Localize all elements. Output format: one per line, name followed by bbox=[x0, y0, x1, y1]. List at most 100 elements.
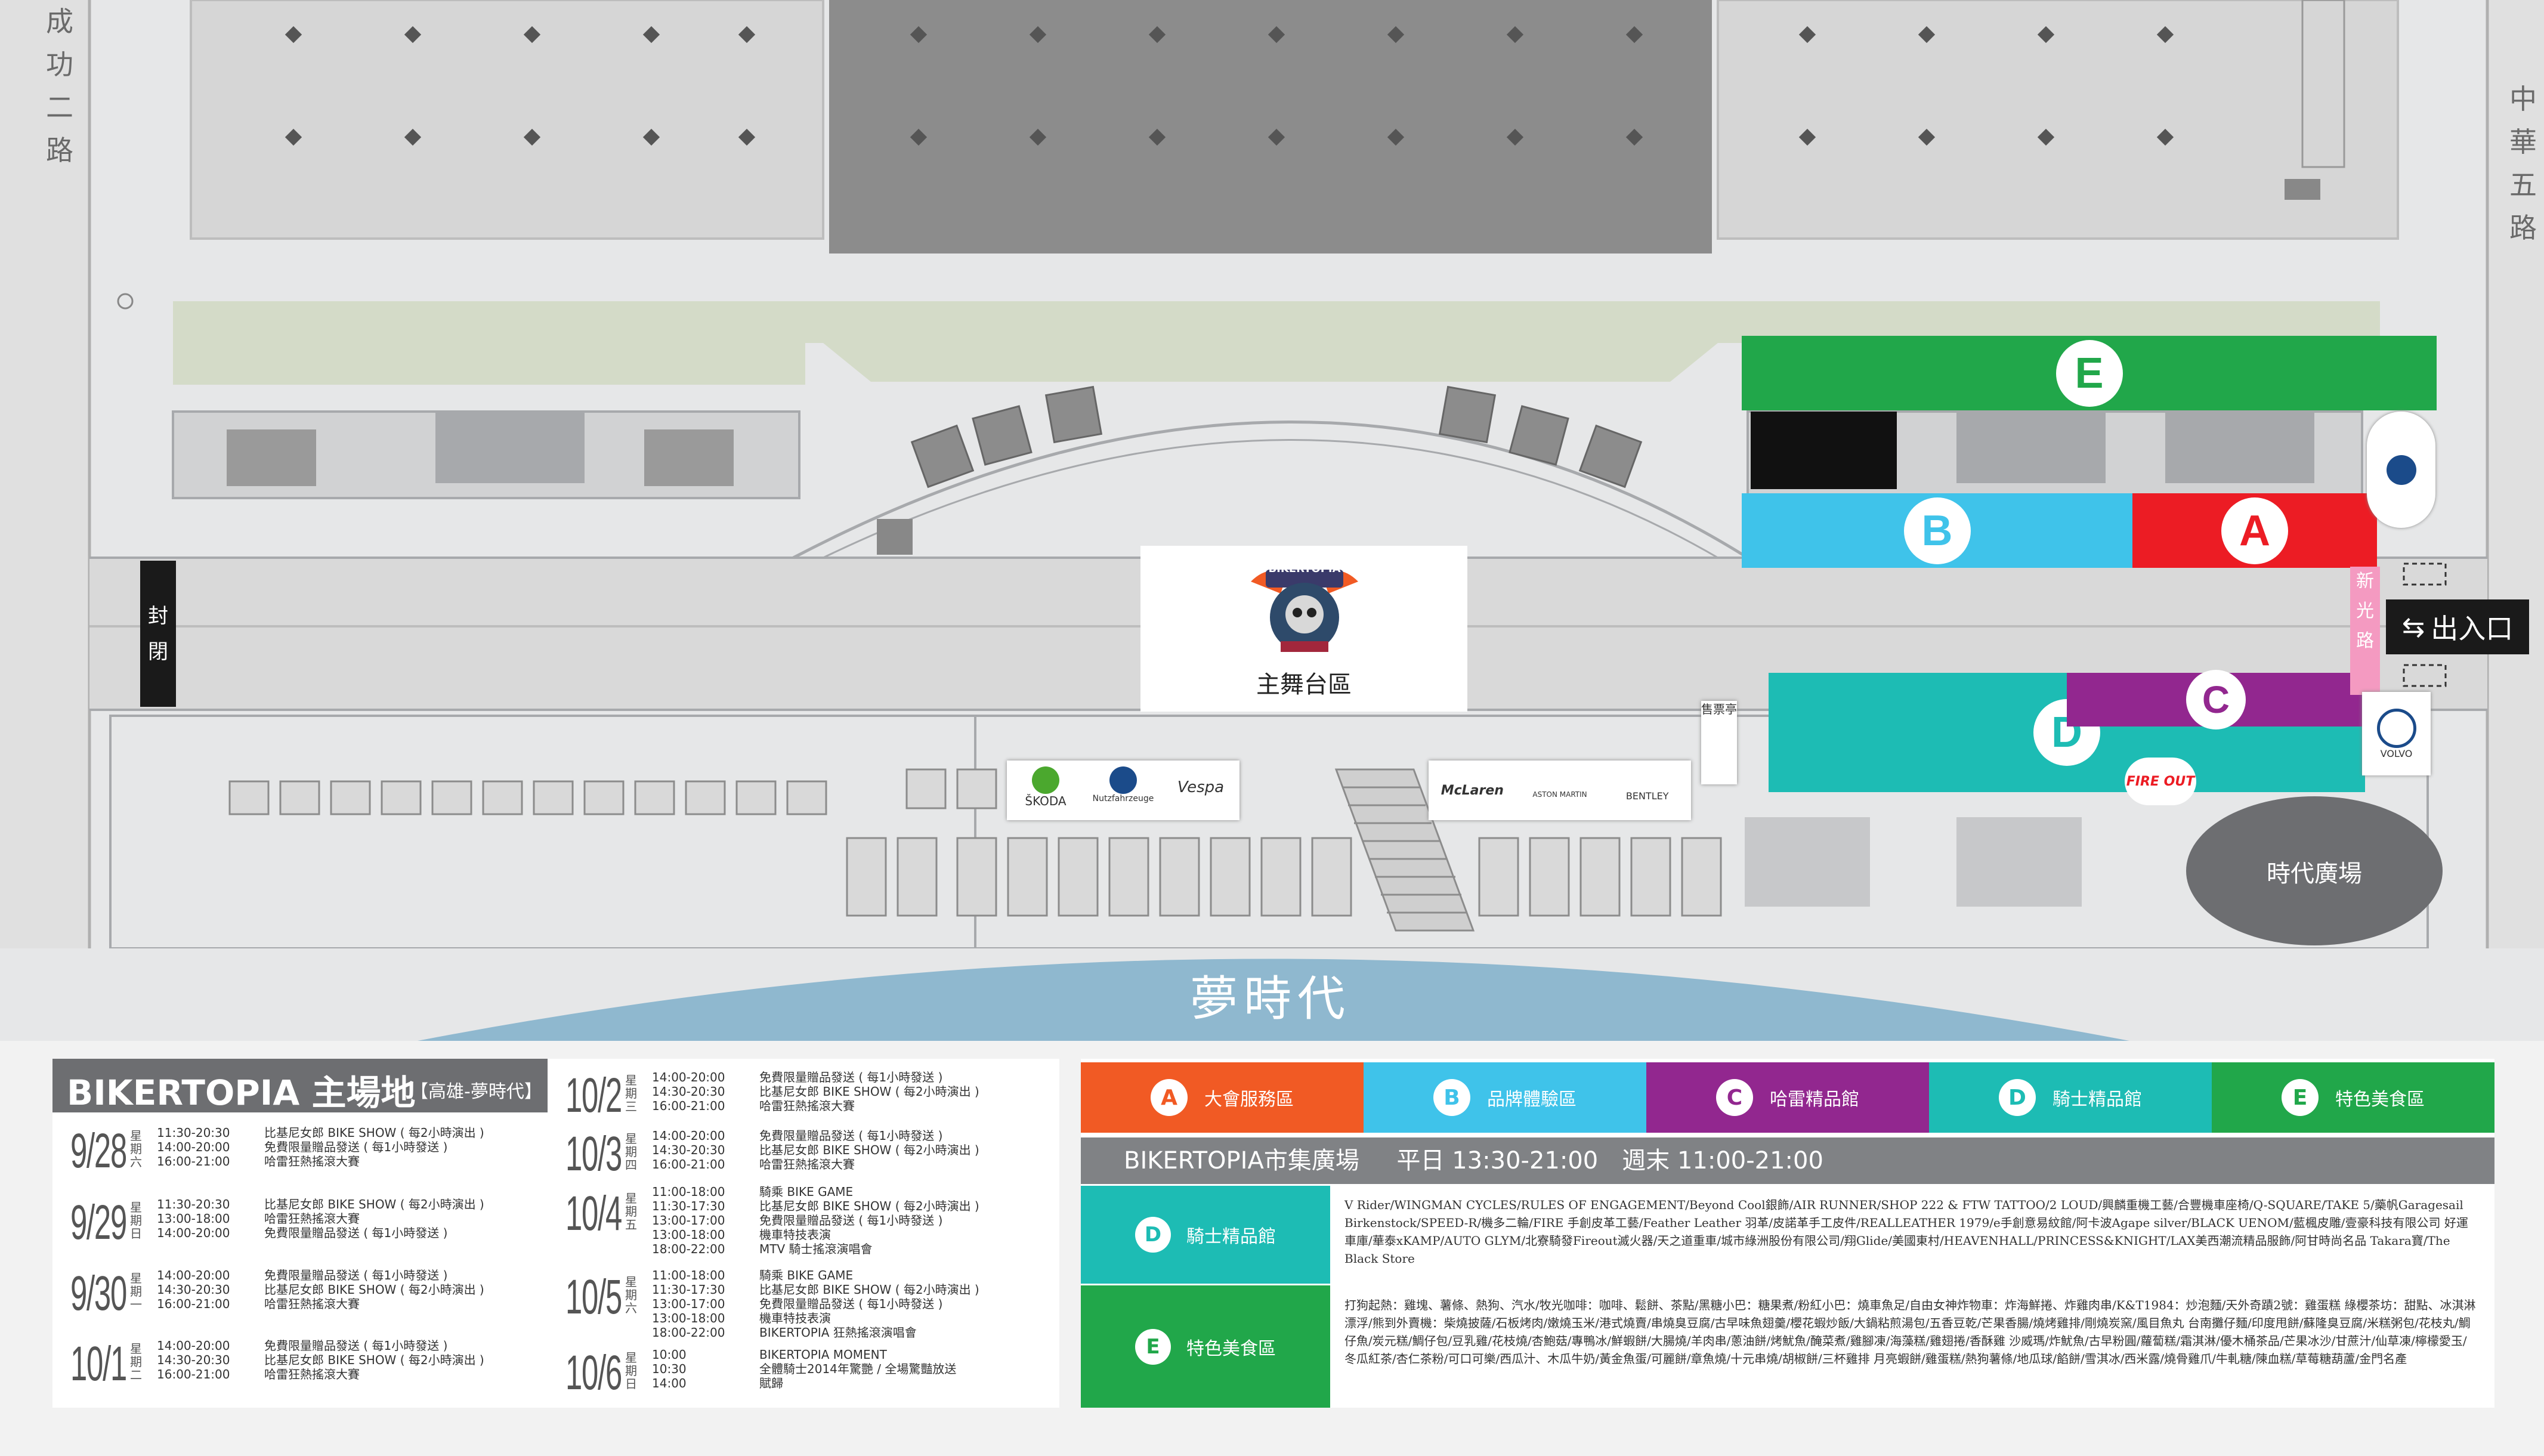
schedule-weekday: 星期四 bbox=[625, 1132, 637, 1172]
main-stage[interactable]: BIKERTOPIA 主舞台區 bbox=[1140, 546, 1467, 712]
market-row-d-text: V Rider/WINGMAN CYCLES/RULES OF ENGAGEME… bbox=[1344, 1198, 2468, 1266]
schedule-weekday: 星期六 bbox=[130, 1129, 142, 1169]
aston-martin-logo: ASTON MARTIN bbox=[1532, 790, 1587, 799]
schedule-event: 16:00-21:00 哈雷狂熱搖滾大賽 bbox=[652, 1157, 855, 1171]
event-time: 11:30-20:30 bbox=[157, 1126, 230, 1140]
parking-building bbox=[829, 0, 1712, 254]
event-name: 哈雷狂熱搖滾大賽 bbox=[264, 1211, 360, 1226]
legend-d[interactable]: D 騎士精品館 bbox=[1929, 1062, 2212, 1133]
event-time: 14:00 bbox=[652, 1376, 687, 1390]
schedule-date: 10/5 bbox=[565, 1270, 622, 1324]
event-name: BIKERTOPIA MOMENT bbox=[759, 1347, 887, 1362]
event-name: BIKERTOPIA 狂熱搖滾演唱會 bbox=[759, 1325, 917, 1340]
schedule-weekday: 星期五 bbox=[625, 1191, 637, 1232]
event-time: 11:00-18:00 bbox=[652, 1185, 725, 1199]
road-label-right: 中華五路 bbox=[2509, 83, 2537, 244]
market-e-badge: E bbox=[1135, 1328, 1171, 1365]
schedule-date: 9/30 bbox=[70, 1266, 127, 1321]
zone-e-badge: E bbox=[2055, 339, 2123, 407]
schedule-date: 10/1 bbox=[70, 1337, 127, 1391]
market-hours: 平日 13:30-21:00 週末 11:00-21:00 bbox=[1396, 1147, 1823, 1174]
event-name: 全體騎士2014年驚艷 / 全場驚豔放送 bbox=[759, 1362, 957, 1376]
legend-d-badge: D bbox=[1999, 1079, 2036, 1116]
event-time: 14:30-20:30 bbox=[652, 1084, 725, 1099]
event-name: 免費限量贈品發送 ( 每1小時發送 ) bbox=[264, 1140, 448, 1154]
zone-b[interactable]: B bbox=[1742, 493, 2132, 568]
event-name: 哈雷狂熱搖滾大賽 bbox=[759, 1157, 855, 1171]
event-time: 14:00-20:00 bbox=[157, 1268, 230, 1282]
legend-d-label: 騎士精品館 bbox=[2052, 1089, 2142, 1110]
schedule-date: 10/6 bbox=[565, 1346, 622, 1400]
zone-c[interactable]: C bbox=[2067, 670, 2365, 729]
vw-logo: Nutzfahrzeuge bbox=[1084, 761, 1162, 820]
legend-c-label: 哈雷精品館 bbox=[1770, 1089, 1859, 1110]
schedule-weekday: 星期三 bbox=[625, 1073, 637, 1114]
event-time: 14:00-20:00 bbox=[157, 1226, 230, 1240]
zone-a-badge: A bbox=[2221, 497, 2288, 564]
event-name: 比基尼女郎 BIKE SHOW ( 每2小時演出 ) bbox=[264, 1282, 484, 1297]
event-name: MTV 騎士搖滾演唱會 bbox=[759, 1242, 873, 1256]
event-name: 賦歸 bbox=[759, 1376, 783, 1390]
legend-a-label: 大會服務區 bbox=[1204, 1089, 1294, 1110]
event-name: 哈雷狂熱搖滾大賽 bbox=[264, 1367, 360, 1381]
road-label-left: 成功二路 bbox=[46, 5, 73, 166]
event-map: 成功二路 中華五路 封閉 E B A D C 新光路 ⇆ 出入口 BIKERTO… bbox=[0, 0, 2544, 1041]
event-name: 比基尼女郎 BIKE SHOW ( 每2小時演出 ) bbox=[759, 1143, 979, 1157]
entrance-sign[interactable]: ⇆ 出入口 bbox=[2386, 599, 2529, 654]
event-name: 免費限量贈品發送 ( 每1小時發送 ) bbox=[759, 1129, 943, 1143]
market-row-e-text: 打狗起熱：雞塊、薯條、熱狗、汽水/牧光咖啡：咖啡、鬆餅、茶點/黑糖小巴：糖果煮/… bbox=[1344, 1298, 2476, 1366]
event-name: 免費限量贈品發送 ( 每1小時發送 ) bbox=[759, 1213, 943, 1228]
schedule-weekday: 星期日 bbox=[625, 1350, 637, 1391]
schedule-weekday: 星期一 bbox=[130, 1271, 142, 1312]
event-time: 16:00-21:00 bbox=[652, 1157, 725, 1171]
event-name: 哈雷狂熱搖滾大賽 bbox=[264, 1297, 360, 1311]
zone-a[interactable]: A bbox=[2132, 493, 2377, 568]
brand-row-left: ŠKODA Nutzfahrzeuge Vespa bbox=[1007, 761, 1239, 820]
black-booth bbox=[1751, 412, 1897, 489]
main-stage-label: 主舞台區 bbox=[1256, 671, 1352, 698]
event-name: 免費限量贈品發送 ( 每1小時發送 ) bbox=[264, 1226, 448, 1240]
map-background bbox=[0, 0, 2544, 1041]
event-time: 16:00-21:00 bbox=[157, 1367, 230, 1381]
market-d-badge: D bbox=[1135, 1217, 1171, 1253]
stage-logo-text: BIKERTOPIA bbox=[1268, 562, 1341, 575]
zone-b-badge: B bbox=[1903, 497, 1971, 564]
event-time: 13:00-17:00 bbox=[652, 1297, 725, 1311]
schedule-weekday: 星期六 bbox=[625, 1275, 637, 1315]
event-name: 免費限量贈品發送 ( 每1小時發送 ) bbox=[759, 1297, 943, 1311]
event-time: 14:00-20:00 bbox=[157, 1338, 230, 1353]
event-name: 哈雷狂熱搖滾大賽 bbox=[759, 1099, 855, 1113]
event-time: 16:00-21:00 bbox=[157, 1154, 230, 1168]
zone-e[interactable]: E bbox=[1742, 336, 2437, 410]
market-e-title: 特色美食區 bbox=[1186, 1338, 1276, 1359]
schedule-event: 13:00-18:00 哈雷狂熱搖滾大賽 bbox=[157, 1211, 360, 1226]
schedule-date: 9/29 bbox=[70, 1195, 127, 1250]
event-time: 11:30-17:30 bbox=[652, 1282, 725, 1297]
event-time: 13:00-18:00 bbox=[157, 1211, 230, 1226]
side-road-label: 新光路 bbox=[2350, 567, 2380, 695]
event-name: 比基尼女郎 BIKE SHOW ( 每2小時演出 ) bbox=[264, 1353, 484, 1367]
